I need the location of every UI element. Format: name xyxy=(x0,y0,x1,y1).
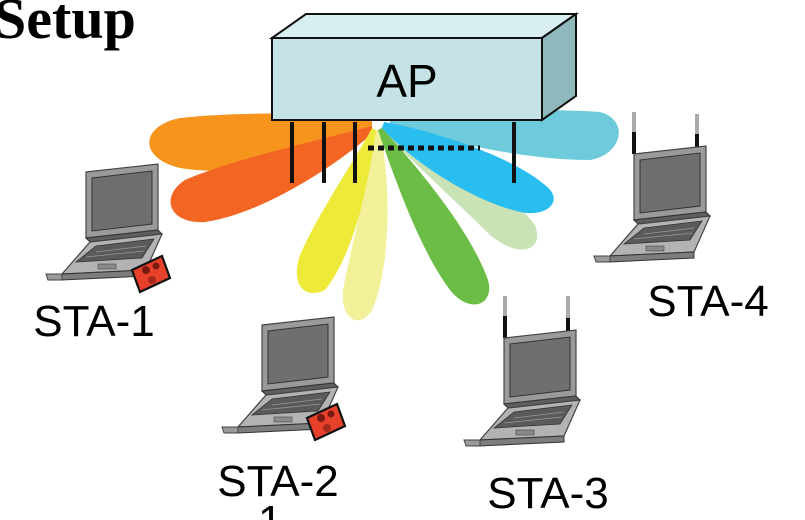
station-label: STA-3 xyxy=(487,469,608,518)
station-label: STA-4 xyxy=(647,277,768,326)
laptop-icon xyxy=(45,163,163,281)
beam-orange xyxy=(149,113,372,171)
station-label: STA-2 xyxy=(217,457,338,506)
laptop-icon xyxy=(593,145,711,263)
beam-red-orange xyxy=(170,126,372,223)
beam-pale-yellow xyxy=(342,130,388,321)
station-sta-3: STA-3 xyxy=(463,296,609,518)
title-fragment: Setup xyxy=(0,0,136,51)
station-label: STA-1 xyxy=(33,297,154,346)
beam-green xyxy=(378,128,490,305)
station-sta-2: STA-2 1 xyxy=(217,316,347,520)
beam-blue xyxy=(382,122,554,214)
access-point: AP xyxy=(268,12,580,183)
station-sta-4: STA-4 xyxy=(593,112,769,326)
station-sta-1: STA-1 xyxy=(33,163,172,346)
beam-light-blue xyxy=(390,110,619,160)
radio-beams xyxy=(149,110,619,321)
ap-top-face xyxy=(268,13,580,39)
bottom-fragment: 1 xyxy=(258,497,282,520)
ap-label: AP xyxy=(376,55,437,107)
antenna-array xyxy=(290,122,516,183)
ap-front-face xyxy=(271,37,543,121)
laptop-icon xyxy=(463,329,581,447)
